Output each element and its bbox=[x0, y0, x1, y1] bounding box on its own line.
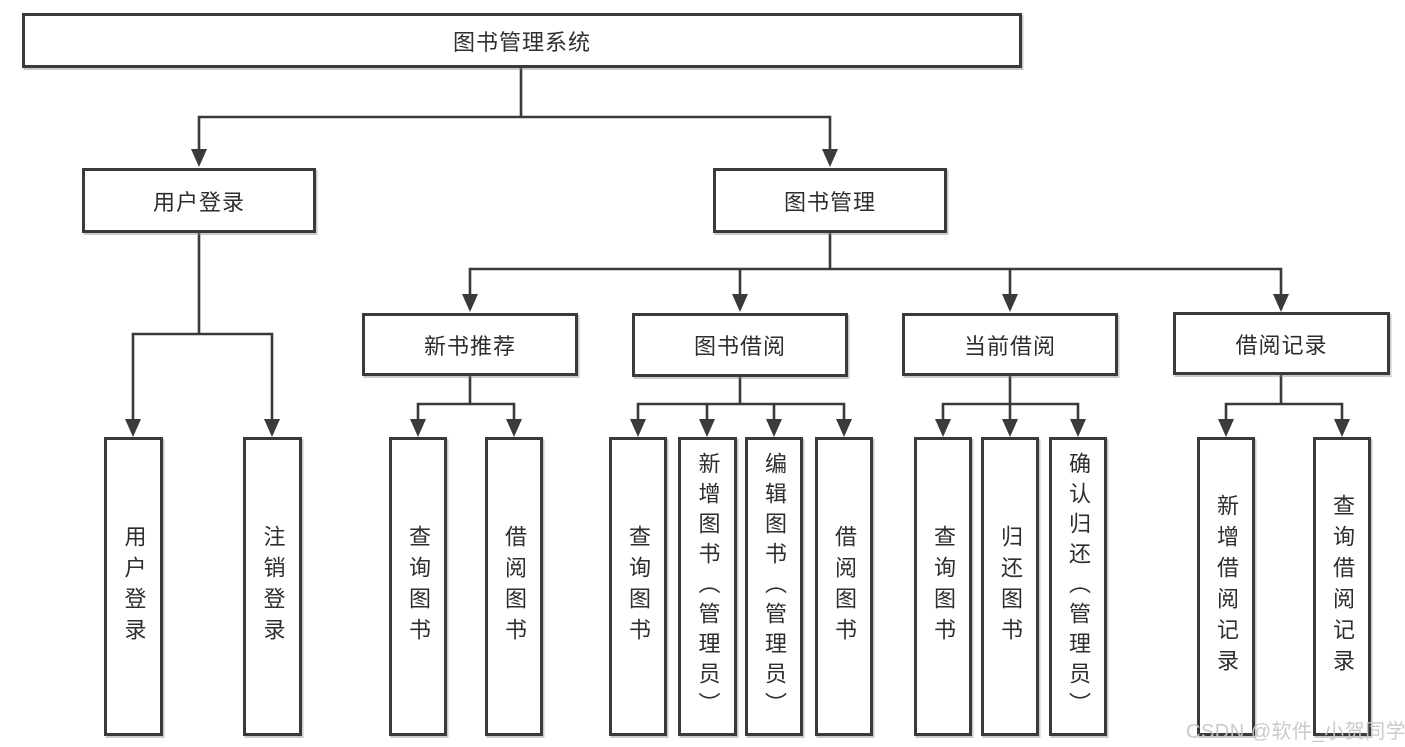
leaf-query-books-recommend: 查询图书 bbox=[389, 437, 447, 736]
leaf-query-books-current: 查询图书 bbox=[914, 437, 972, 736]
node-new-book-recommend: 新书推荐 bbox=[362, 313, 578, 376]
leaf-logout: 注销登录 bbox=[243, 437, 302, 736]
node-root-system: 图书管理系统 bbox=[22, 13, 1022, 68]
leaf-return-books: 归还图书 bbox=[981, 437, 1039, 736]
leaf-edit-books-admin: 编辑图书（管理员） bbox=[745, 437, 803, 736]
node-book-management: 图书管理 bbox=[713, 168, 947, 233]
node-current-borrow: 当前借阅 bbox=[902, 313, 1118, 376]
leaf-add-books-admin: 新增图书（管理员） bbox=[678, 437, 737, 736]
leaf-user-login: 用户登录 bbox=[104, 437, 163, 736]
leaf-add-borrow-record: 新增借阅记录 bbox=[1197, 437, 1255, 736]
node-user-login: 用户登录 bbox=[82, 168, 316, 233]
leaf-confirm-return-admin: 确认归还（管理员） bbox=[1049, 437, 1107, 736]
leaf-borrow-books-recommend: 借阅图书 bbox=[485, 437, 543, 736]
leaf-query-borrow-record: 查询借阅记录 bbox=[1313, 437, 1371, 736]
leaf-borrow-books: 借阅图书 bbox=[815, 437, 873, 736]
node-book-borrow: 图书借阅 bbox=[632, 313, 848, 377]
node-borrow-records: 借阅记录 bbox=[1173, 312, 1390, 375]
leaf-query-books-borrow: 查询图书 bbox=[609, 437, 667, 736]
csdn-watermark: CSDN @软件_小贺同学 bbox=[1186, 721, 1405, 743]
arrowheads bbox=[125, 149, 1350, 437]
